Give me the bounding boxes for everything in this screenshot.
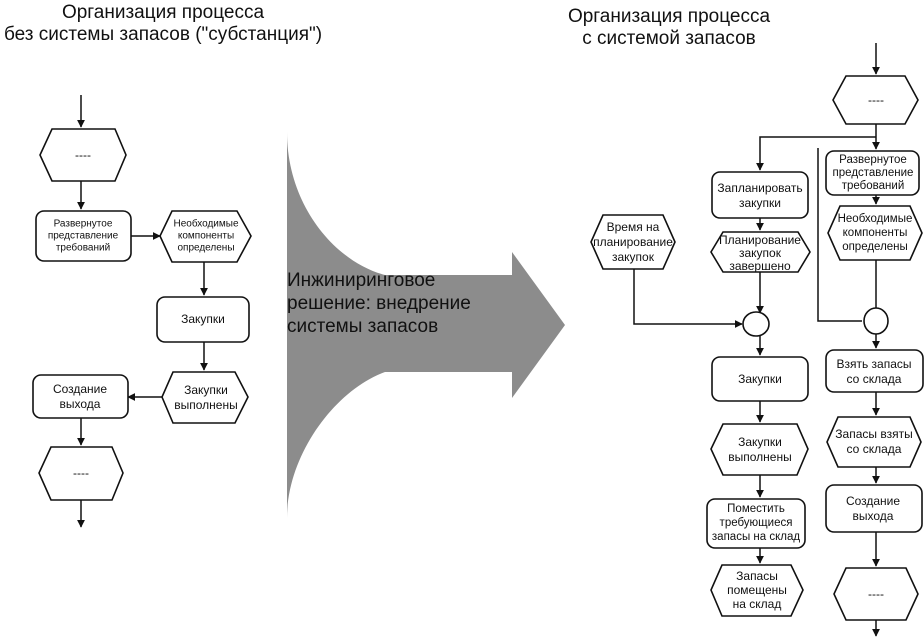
left-start-event (39, 128, 127, 182)
right-take-stock (825, 349, 924, 393)
right-done-line1: Закупки (738, 435, 782, 449)
left-req-line1: Развернутое (54, 219, 113, 230)
right-pdone-line3: завершено (729, 259, 791, 273)
right-take-line2: со склада (847, 372, 902, 386)
right-time-line2: планирование (593, 235, 673, 249)
right-output-line1: Создание (846, 494, 900, 508)
right-comp-line1: Необходимые (838, 213, 913, 225)
right-planning-time (590, 214, 676, 270)
right-pdone-line1: Планирование (719, 233, 801, 247)
right-purchases-label: Закупки (738, 372, 782, 386)
left-components-defined (159, 210, 252, 263)
right-plan-line2: закупки (739, 196, 781, 210)
right-stock-taken (826, 416, 922, 468)
center-label-line3: системы запасов (287, 316, 438, 337)
left-output-line2: выхода (60, 397, 101, 411)
left-create-output (32, 374, 129, 419)
right-purchases (711, 356, 809, 402)
left-comp-line3: определены (177, 243, 234, 254)
right-taken-line1: Запасы взяты (835, 427, 912, 441)
right-output-line2: выхода (853, 509, 894, 523)
left-start-event-label: ---- (75, 148, 91, 162)
right-time-line1: Время на (607, 220, 660, 234)
edge-right-branch-to-plan (756, 136, 876, 171)
right-place-line1: Поместить (727, 503, 785, 515)
right-placed-line1: Запасы (736, 569, 778, 583)
right-pdone-line2: закупок (739, 246, 782, 260)
left-purchases-label: Закупки (181, 312, 225, 326)
left-output-line1: Создание (53, 382, 107, 396)
left-purchases (156, 296, 250, 343)
left-done-line2: выполнены (174, 398, 237, 412)
right-comp-line2: компоненты (843, 227, 908, 239)
left-purchases-done (161, 371, 249, 424)
right-req-line2: представление (833, 167, 914, 179)
right-time-line3: закупок (612, 250, 655, 264)
left-title-line2: без системы запасов ("субстанция") (4, 24, 322, 45)
right-plan-line1: Запланировать (717, 181, 802, 195)
right-join-connector (863, 307, 889, 335)
right-requirements-view (825, 150, 920, 196)
right-create-output (825, 484, 923, 533)
left-end-event-label: ---- (73, 466, 89, 480)
right-req-line1: Развернутое (839, 154, 907, 166)
right-purchases-done (710, 423, 809, 476)
right-components-defined (827, 205, 923, 261)
left-req-line3: требований (56, 242, 110, 254)
right-middle-join-connector (742, 311, 770, 337)
right-end-event (833, 567, 919, 621)
right-taken-line2: со склада (847, 442, 902, 456)
right-place-line3: запасы на склад (712, 531, 800, 543)
center-label-line1: Инжиниринговое (287, 270, 435, 291)
left-comp-line1: Необходимые (173, 218, 238, 230)
right-title-line2: с системой запасов (582, 28, 755, 49)
left-req-line2: представление (48, 231, 119, 242)
right-place-line2: требующиеся (720, 517, 793, 529)
engineering-solution-arrow (287, 132, 565, 518)
edge-right-join-feedback (817, 148, 862, 322)
right-start-event (832, 75, 919, 125)
left-end-event (38, 446, 124, 501)
right-start-event-label: ---- (868, 93, 884, 107)
right-take-line1: Взять запасы (836, 357, 911, 371)
right-diagram: ---- Развернутое представление требовани… (590, 43, 924, 637)
right-placed-line2: помещены (727, 583, 787, 597)
left-title-line1: Организация процесса (62, 2, 265, 23)
edge-time-to-join (633, 269, 743, 328)
right-comp-line3: определены (842, 241, 908, 253)
right-plan-purchases (711, 171, 809, 219)
right-title-line1: Организация процесса (568, 6, 771, 27)
right-done-line2: выполнены (728, 450, 791, 464)
right-stock-placed (710, 564, 804, 617)
right-placed-line3: на склад (733, 597, 782, 611)
right-end-event-label: ---- (868, 587, 884, 601)
right-planning-done (710, 231, 811, 273)
right-req-line3: требований (842, 180, 905, 192)
right-place-stock (706, 498, 806, 549)
left-done-line1: Закупки (184, 383, 228, 397)
left-requirements-view (35, 210, 132, 262)
center-label-line2: решение: внедрение (287, 293, 471, 314)
left-comp-line2: компоненты (178, 231, 234, 242)
left-diagram: ---- Развернутое представление требовани… (32, 95, 252, 528)
